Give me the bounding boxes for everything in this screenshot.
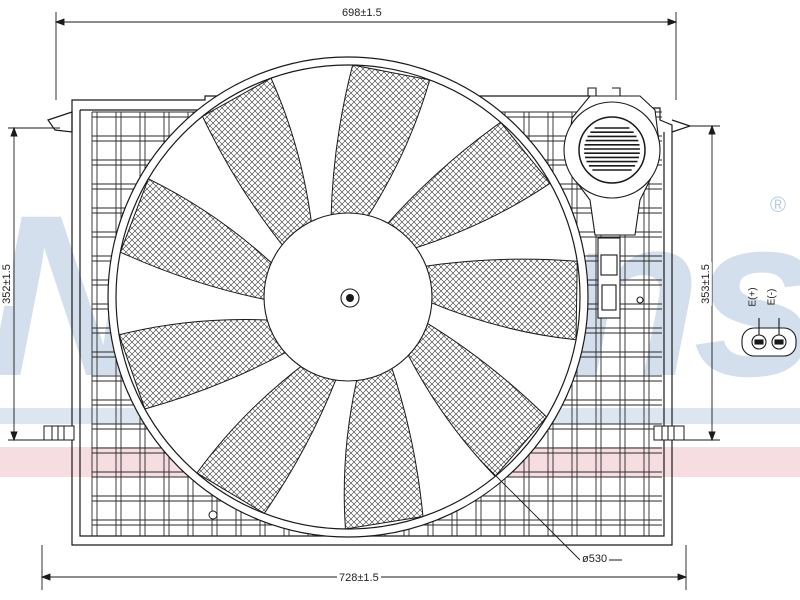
connector-plug-icon: [741, 318, 797, 357]
motor-housing: [563, 87, 661, 319]
watermark-registered-mark: ®: [770, 192, 786, 217]
dimension-bottom-width: 728±1.5: [337, 572, 381, 584]
fan-blade: [118, 319, 292, 410]
fan-blade: [383, 121, 551, 251]
motor-vent-icon: [584, 127, 640, 171]
dimension-left-height: 352±1.5: [0, 262, 13, 306]
hub-bolt-icon: [346, 294, 354, 302]
dimension-right-height: 353±1.5: [699, 262, 712, 306]
fan-blade: [196, 362, 339, 515]
fan-blades: [118, 65, 578, 529]
fan-blade: [419, 258, 578, 341]
dimension-lines: [8, 12, 720, 590]
fan-blade: [201, 77, 313, 251]
connector-pin-negative-label: E(-): [766, 288, 778, 306]
dimension-top-width: 698±1.5: [340, 7, 384, 19]
connector-pin-positive-label: E(+): [747, 287, 759, 307]
mounting-clips: [43, 425, 685, 520]
dimension-fan-diameter: ø530: [580, 553, 610, 565]
fan-blade: [343, 362, 424, 529]
fan-hub: [263, 212, 433, 382]
